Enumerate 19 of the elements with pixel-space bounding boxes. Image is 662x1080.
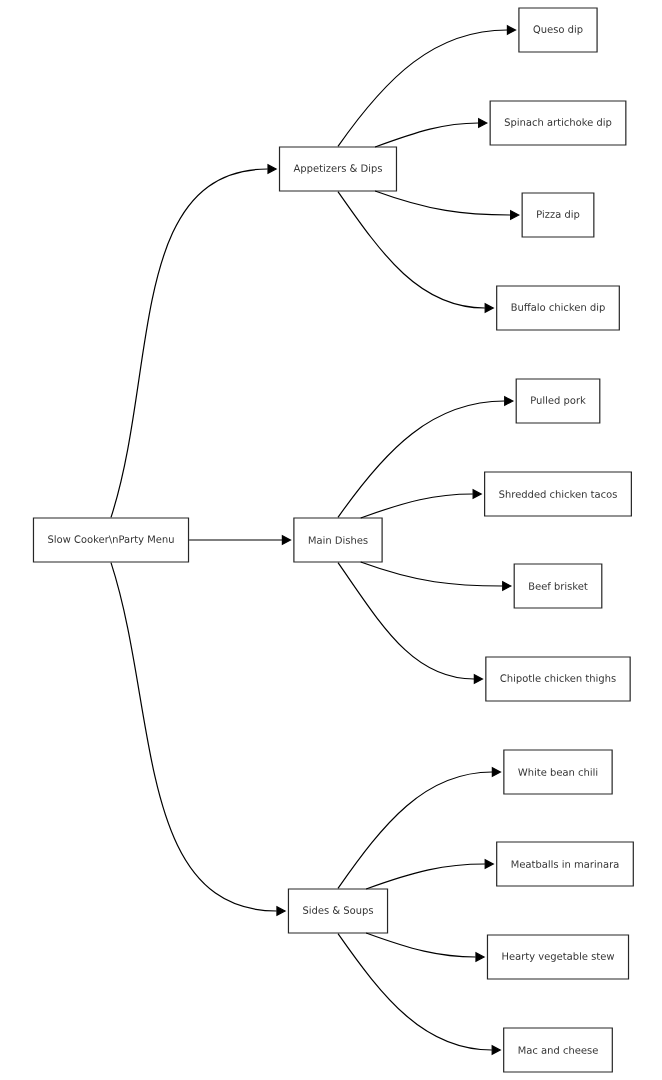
item-box: Shredded chicken tacos — [484, 471, 632, 517]
item-box: Beef brisket — [513, 563, 603, 609]
item-box: Buffalo chicken dip — [496, 285, 620, 331]
category-box: Main Dishes — [293, 517, 383, 563]
arrow — [337, 24, 517, 147]
item-box: Meatballs in marinara — [496, 841, 634, 887]
item-box: Spinach artichoke dip — [489, 100, 627, 146]
arrow — [337, 766, 502, 889]
category-box: Sides & Soups — [287, 888, 389, 934]
root-box: Slow Cooker\nParty Menu — [32, 517, 190, 563]
item-box: Pulled pork — [515, 378, 601, 424]
item-box: Pizza dip — [521, 192, 595, 238]
item-box: Queso dip — [518, 7, 598, 53]
item-box: White bean chili — [503, 749, 613, 795]
item-box: Mac and cheese — [503, 1027, 613, 1073]
item-box: Chipotle chicken thighs — [485, 656, 631, 702]
category-box: Appetizers & Dips — [278, 146, 398, 192]
item-box: Hearty vegetable stew — [486, 934, 630, 980]
arrow — [374, 117, 488, 148]
